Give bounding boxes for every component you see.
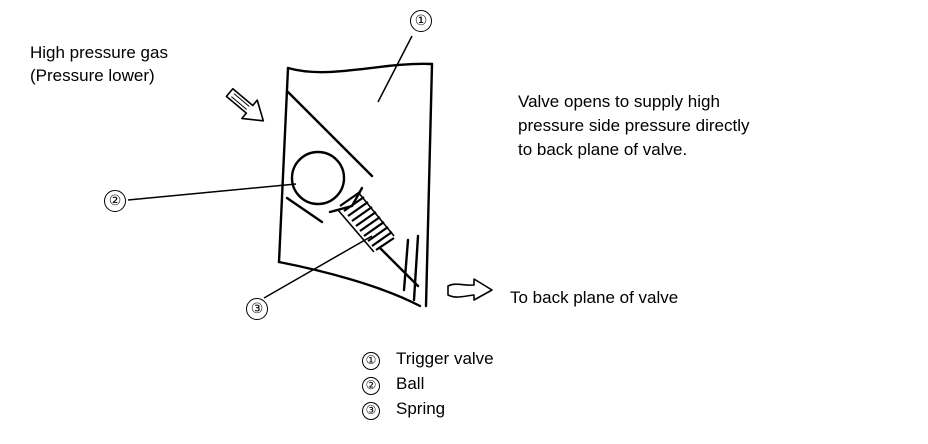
callout-trigger-valve: ① bbox=[410, 10, 432, 32]
inlet-label-line1: High pressure gas bbox=[30, 43, 168, 62]
leader-ball bbox=[127, 183, 297, 201]
legend-label: Trigger valve bbox=[396, 349, 494, 368]
legend-label: Spring bbox=[396, 399, 446, 418]
callout-spring: ③ bbox=[246, 298, 268, 320]
outlet-channel-wall-1 bbox=[402, 238, 410, 292]
leader-spring bbox=[263, 235, 373, 299]
inlet-label-line2: (Pressure lower) bbox=[30, 66, 155, 85]
valve-body-bottom-edge bbox=[277, 260, 422, 308]
spring bbox=[337, 191, 395, 253]
valve-body-right-edge bbox=[424, 62, 434, 308]
passage-outlet-wall bbox=[378, 246, 420, 288]
legend-label: Ball bbox=[396, 374, 425, 393]
legend-number: ② bbox=[362, 377, 380, 395]
valve-body-left-edge bbox=[277, 66, 290, 264]
ball bbox=[290, 150, 346, 206]
outlet-label: To back plane of valve bbox=[510, 288, 679, 307]
legend-number: ① bbox=[362, 352, 380, 370]
passage-lower-wall bbox=[285, 196, 324, 224]
inlet-arrow-icon bbox=[225, 87, 265, 122]
note-line2: pressure side pressure directly bbox=[518, 116, 750, 135]
note-line1: Valve opens to supply high bbox=[518, 92, 720, 111]
outlet-arrow-icon bbox=[447, 278, 493, 301]
outlet-channel-wall-2 bbox=[412, 234, 420, 302]
note-line3: to back plane of valve. bbox=[518, 140, 688, 159]
legend-number: ③ bbox=[362, 402, 380, 420]
callout-ball: ② bbox=[104, 190, 126, 212]
valve-body-top-edge bbox=[286, 62, 434, 74]
passage-upper-wall bbox=[286, 90, 374, 178]
leader-trigger-valve bbox=[377, 35, 413, 103]
